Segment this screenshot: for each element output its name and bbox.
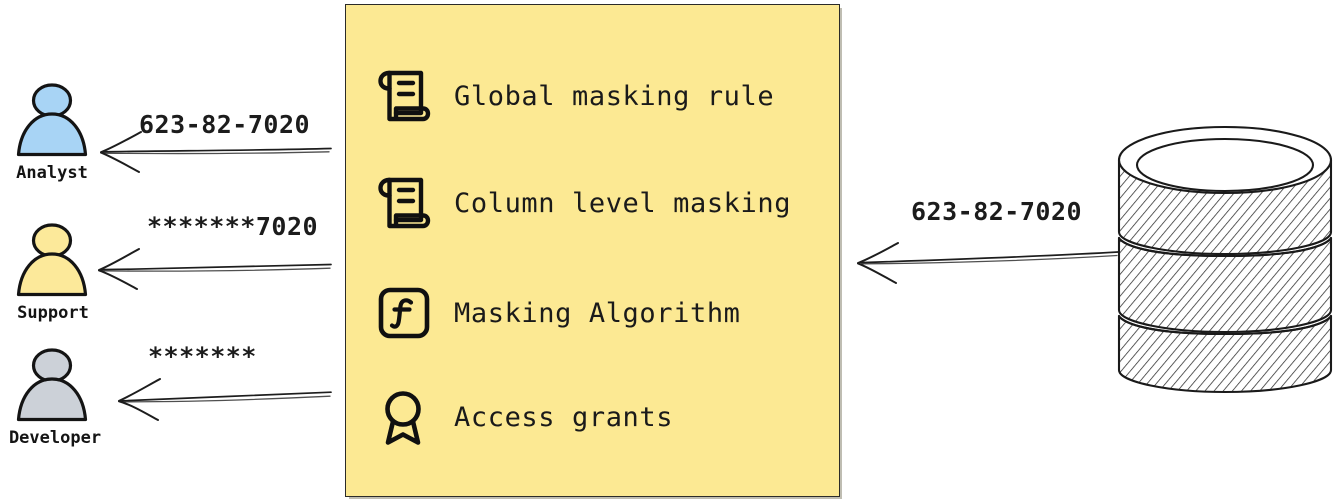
- flow-label-support: *******7020: [147, 212, 319, 241]
- policy-row-label: Access grants: [454, 401, 674, 433]
- actor-label: Developer: [8, 428, 102, 448]
- policy-row[interactable]: Masking Algorithm: [376, 284, 741, 342]
- policy-row-label: Global masking rule: [454, 80, 775, 112]
- arrow-to-developer: [118, 378, 332, 421]
- actor-analyst[interactable]: Analyst: [0, 78, 104, 182]
- database-cylinder-icon[interactable]: [1112, 120, 1338, 400]
- policy-row-label: Masking Algorithm: [454, 297, 741, 329]
- person-icon: [16, 348, 88, 422]
- policy-row[interactable]: Column level masking: [376, 174, 791, 232]
- policy-panel: Global masking rule Column level masking: [345, 4, 840, 497]
- policy-row[interactable]: Global masking rule: [376, 67, 774, 125]
- arrow-to-support: [98, 248, 332, 290]
- actor-support[interactable]: Support: [0, 218, 104, 322]
- policy-row[interactable]: Access grants: [376, 388, 673, 446]
- actor-label: Support: [17, 303, 89, 323]
- actor-label: Analyst: [16, 163, 88, 183]
- flow-label-developer: *******: [148, 342, 257, 371]
- arrow-from-database: [857, 242, 1119, 284]
- policy-row-label: Column level masking: [454, 187, 792, 219]
- flow-label-analyst: 623-82-7020: [139, 110, 311, 139]
- scroll-document-icon: [378, 177, 431, 229]
- person-icon: [16, 83, 88, 157]
- scroll-document-icon: [378, 70, 431, 122]
- actor-developer[interactable]: Developer: [0, 343, 104, 447]
- person-icon: [16, 223, 88, 297]
- award-ribbon-icon: [385, 391, 421, 445]
- flow-label-source: 623-82-7020: [911, 197, 1083, 226]
- function-box-icon: [378, 287, 430, 339]
